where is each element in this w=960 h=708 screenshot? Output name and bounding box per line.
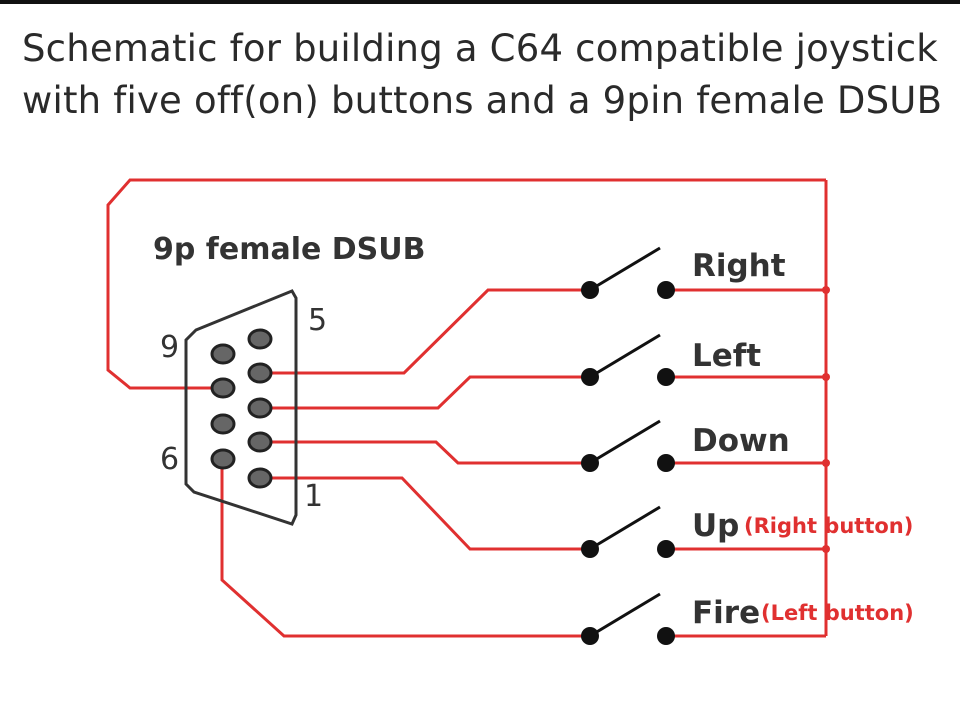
right-signal-wire [260,288,590,375]
pin-8 [210,377,236,399]
pin-3 [247,397,273,419]
dsub-pins [210,328,273,489]
switch-label-down: Down [692,423,790,459]
pin-1 [247,467,273,489]
pin-7 [210,413,236,435]
pin-6 [210,448,236,470]
up-signal-wire [260,476,590,551]
switch-down [581,419,675,472]
connector-label: 9p female DSUB [153,232,426,267]
title-line-1: Schematic for building a C64 compatible … [22,27,938,70]
switch-left [581,333,675,386]
switch-fire [581,592,675,645]
pin-label-9: 9 [160,330,179,365]
left-signal-wire [260,375,590,410]
dsub-connector-outline [184,289,298,526]
down-signal-wire [260,440,590,465]
switch-label-fire: Fire [692,595,760,631]
switch-up [581,505,675,558]
ground-wire [106,178,826,390]
pin-label-5: 5 [308,303,327,338]
note-up-right-button: (Right button) [744,514,913,538]
wires [106,178,828,638]
pin-4 [247,362,273,384]
fire-signal-wire [220,460,590,638]
pin-label-6: 6 [160,442,179,477]
title-line-2: with five off(on) buttons and a 9pin fem… [22,79,943,122]
pin-label-1: 1 [304,479,323,514]
top-border [0,0,960,4]
switch-label-right: Right [692,248,786,284]
pin-2 [247,431,273,453]
pin-9 [210,343,236,365]
switch-right [581,246,675,299]
switch-label-up: Up [692,508,739,544]
pin-5 [247,328,273,350]
note-fire-left-button: (Left button) [761,601,914,625]
bus-junctions [822,286,830,553]
switch-label-left: Left [692,338,761,374]
